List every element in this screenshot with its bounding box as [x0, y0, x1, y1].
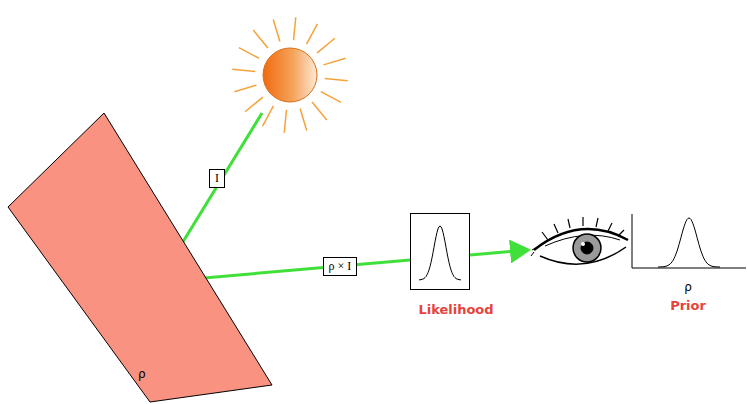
light-ray: [470, 250, 528, 255]
surface-shape: [0, 105, 280, 404]
sun-ray: [263, 106, 274, 126]
variable-label: ρ: [138, 367, 146, 381]
sun: [263, 48, 317, 102]
edge-label: ρ × I: [323, 257, 358, 276]
likelihood-label: Likelihood: [418, 302, 493, 317]
sun-ray: [273, 19, 280, 41]
prior-label: Prior: [670, 298, 706, 313]
eye: [531, 217, 628, 264]
sun-ray: [325, 78, 348, 80]
sun-ray: [234, 85, 256, 92]
sun-ray: [284, 110, 286, 133]
likelihood-box: Likelihood: [410, 213, 470, 290]
sun-ray: [300, 109, 307, 131]
surface-patch: ρ: [0, 105, 280, 404]
sun-rays: [232, 17, 347, 132]
sun-ray: [232, 69, 255, 71]
sun-ray: [317, 38, 335, 53]
sun-ray: [245, 97, 263, 112]
sun-ray: [324, 58, 346, 65]
gaussian-curve: [411, 214, 469, 289]
sun-ray: [293, 17, 295, 40]
variable-label: ρ: [684, 280, 692, 294]
sun-ray: [312, 102, 327, 120]
sun-ray: [239, 48, 259, 59]
intensity-label: I: [209, 169, 225, 188]
prior-plot: ρPrior: [628, 210, 747, 315]
sun-ray: [253, 30, 268, 48]
sun-ray: [307, 24, 318, 44]
sun-ray: [321, 92, 341, 103]
prior-axes: [628, 210, 747, 272]
